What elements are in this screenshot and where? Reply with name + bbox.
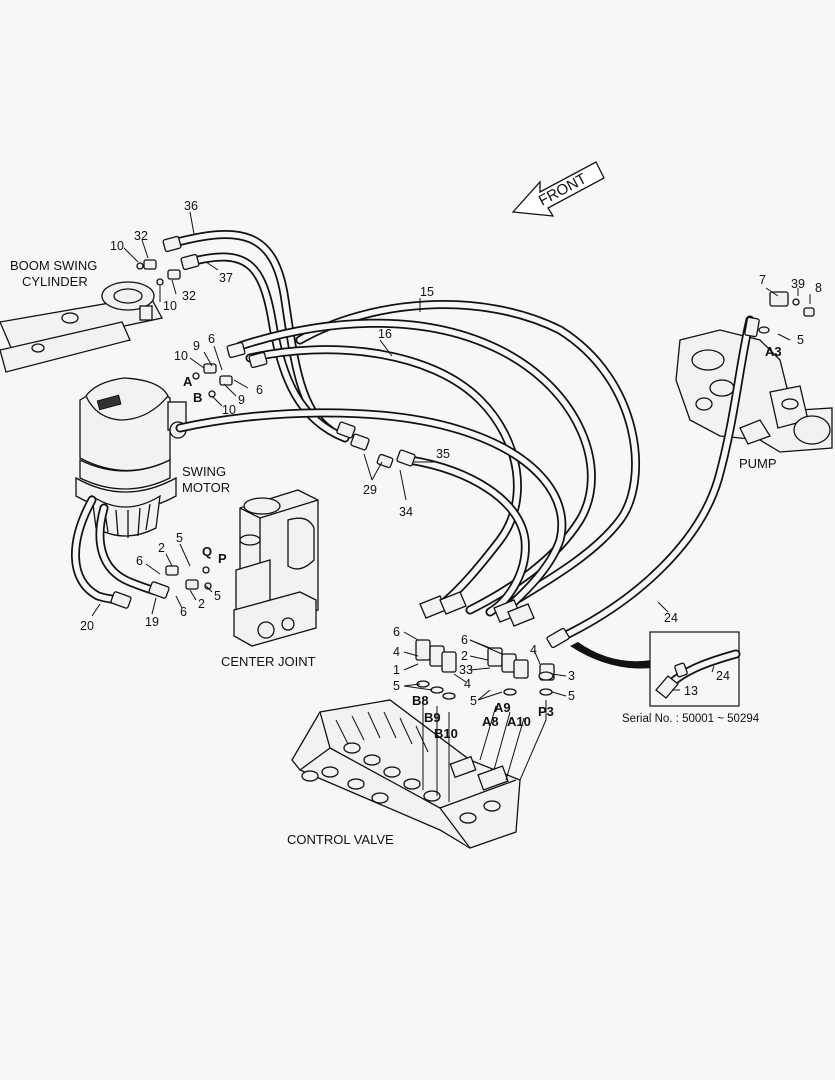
callout-5: 5 bbox=[568, 689, 575, 703]
callout-2: 2 bbox=[158, 541, 165, 555]
port-a10-label: A10 bbox=[507, 714, 531, 729]
callout-9: 9 bbox=[238, 393, 245, 407]
callout-39: 39 bbox=[791, 277, 805, 291]
callout-35: 35 bbox=[436, 447, 450, 461]
port-p3-label: P3 bbox=[538, 704, 554, 719]
callout-4: 4 bbox=[464, 677, 471, 691]
callout-5: 5 bbox=[797, 333, 804, 347]
hose-motor-b bbox=[175, 408, 567, 611]
boom-swing-cylinder bbox=[0, 281, 163, 373]
boom-swing-cylinder-label-2: CYLINDER bbox=[22, 274, 88, 289]
callout-32: 32 bbox=[134, 229, 148, 243]
swing-motor-label-1: SWING bbox=[182, 464, 226, 479]
port-labels: A B Q P A3 B8 B9 B10 A9 A8 A10 P3 bbox=[183, 344, 782, 741]
pump-label: PUMP bbox=[739, 456, 777, 471]
callout-24-inset: 24 bbox=[716, 669, 730, 683]
swing-motor bbox=[75, 377, 187, 538]
valve-fitting-stacks bbox=[415, 639, 555, 802]
control-valve bbox=[291, 699, 521, 849]
port-p-label: P bbox=[218, 551, 227, 566]
callout-5: 5 bbox=[214, 589, 221, 603]
callout-3: 3 bbox=[568, 669, 575, 683]
callout-32: 32 bbox=[182, 289, 196, 303]
callout-4: 4 bbox=[530, 643, 537, 657]
port-b-label: B bbox=[193, 390, 202, 405]
fittings bbox=[110, 235, 789, 649]
center-joint bbox=[233, 489, 319, 647]
callout-1: 1 bbox=[393, 663, 400, 677]
callout-19: 19 bbox=[145, 615, 159, 629]
callout-29: 29 bbox=[363, 483, 377, 497]
callout-10: 10 bbox=[163, 299, 177, 313]
hose-36 bbox=[165, 230, 335, 435]
port-a-label: A bbox=[183, 374, 193, 389]
callout-2: 2 bbox=[198, 597, 205, 611]
callout-6: 6 bbox=[393, 625, 400, 639]
callout-6: 6 bbox=[256, 383, 263, 397]
callout-10: 10 bbox=[174, 349, 188, 363]
callout-10: 10 bbox=[222, 403, 236, 417]
callout-8: 8 bbox=[815, 281, 822, 295]
callout-2: 2 bbox=[461, 649, 468, 663]
port-a8-label: A8 bbox=[482, 714, 499, 729]
port-b10-label: B10 bbox=[434, 726, 458, 741]
inset-detail bbox=[570, 631, 741, 707]
port-b8-label: B8 bbox=[412, 693, 429, 708]
hose-35 bbox=[405, 455, 530, 617]
callout-9: 9 bbox=[193, 339, 200, 353]
callout-6: 6 bbox=[461, 633, 468, 647]
callout-5: 5 bbox=[393, 679, 400, 693]
callouts: 36 32 10 37 32 10 15 16 7 39 8 5 10 9 6 … bbox=[80, 199, 822, 708]
leader-lines bbox=[91, 211, 811, 701]
port-a9-label: A9 bbox=[494, 700, 511, 715]
callout-16: 16 bbox=[378, 327, 392, 341]
front-arrow: FRONT bbox=[511, 161, 605, 217]
callout-36: 36 bbox=[184, 199, 198, 213]
hose-15 bbox=[295, 300, 640, 615]
callout-4: 4 bbox=[393, 645, 400, 659]
hose-16 bbox=[235, 318, 596, 615]
small-fittings bbox=[136, 259, 815, 681]
serial-number-note: Serial No. : 50001 ~ 50294 bbox=[622, 713, 760, 725]
hose-motor-a bbox=[245, 345, 522, 611]
port-a3-label: A3 bbox=[765, 344, 782, 359]
callout-5: 5 bbox=[470, 694, 477, 708]
callout-10: 10 bbox=[110, 239, 124, 253]
port-b9-label: B9 bbox=[424, 710, 441, 725]
hose-24 bbox=[555, 315, 755, 643]
boom-swing-cylinder-label-1: BOOM SWING bbox=[10, 258, 97, 273]
swing-motor-label-2: MOTOR bbox=[182, 480, 230, 495]
port-q-label: Q bbox=[202, 544, 212, 559]
callout-5: 5 bbox=[176, 531, 183, 545]
callout-13: 13 bbox=[684, 684, 698, 698]
callout-20: 20 bbox=[80, 619, 94, 633]
callout-6: 6 bbox=[136, 554, 143, 568]
callout-37: 37 bbox=[219, 271, 233, 285]
callout-24: 24 bbox=[664, 611, 678, 625]
callout-34: 34 bbox=[399, 505, 413, 519]
pump bbox=[675, 329, 833, 453]
center-joint-label: CENTER JOINT bbox=[221, 654, 316, 669]
callout-6: 6 bbox=[180, 605, 187, 619]
callout-33: 33 bbox=[459, 663, 473, 677]
callout-15: 15 bbox=[420, 285, 434, 299]
callout-7: 7 bbox=[759, 273, 766, 287]
control-valve-label: CONTROL VALVE bbox=[287, 832, 394, 847]
callout-6: 6 bbox=[208, 332, 215, 346]
